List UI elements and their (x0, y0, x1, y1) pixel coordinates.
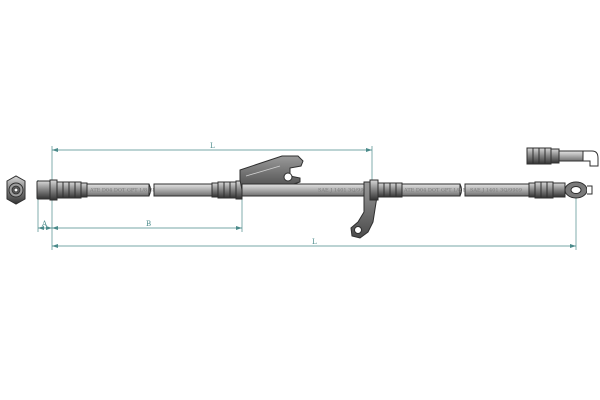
hose-segment-3: SAE J 1401 3Q/9909 (241, 183, 371, 197)
right-banjo-fitting (528, 181, 593, 199)
hose-print-1: ATE D04 DOT GPT 1/8 BL (89, 188, 156, 194)
dimension-label-mid-length: B (146, 220, 151, 228)
hose-print-3: ATE D04 DOT GPT 1/8 BL (403, 188, 470, 194)
dimension-lines (37, 146, 577, 250)
middle-ferrule (211, 180, 243, 200)
hose-segment-4: ATE D04 DOT GPT 1/8 BL (377, 182, 470, 198)
dimension-label-overall-length: L (312, 238, 317, 246)
dimension-label-offset: A (41, 220, 48, 228)
hose-segment-1: ATE D04 DOT GPT 1/8 BL (86, 183, 156, 197)
hose-print-4: SAE J 1401 3Q/9909 (470, 188, 522, 194)
dimension-label-upper-length: L (210, 142, 215, 150)
left-end-fitting (36, 179, 88, 201)
fitting-end-view (6, 175, 26, 205)
dimension-arrows (38, 148, 576, 248)
hose-print-2: SAE J 1401 3Q/9909 (318, 188, 370, 194)
fitting-side-view-detail (526, 147, 599, 167)
hose-segment-5: SAE J 1401 3Q/9909 (464, 183, 530, 197)
hose-segment-2 (153, 183, 213, 197)
